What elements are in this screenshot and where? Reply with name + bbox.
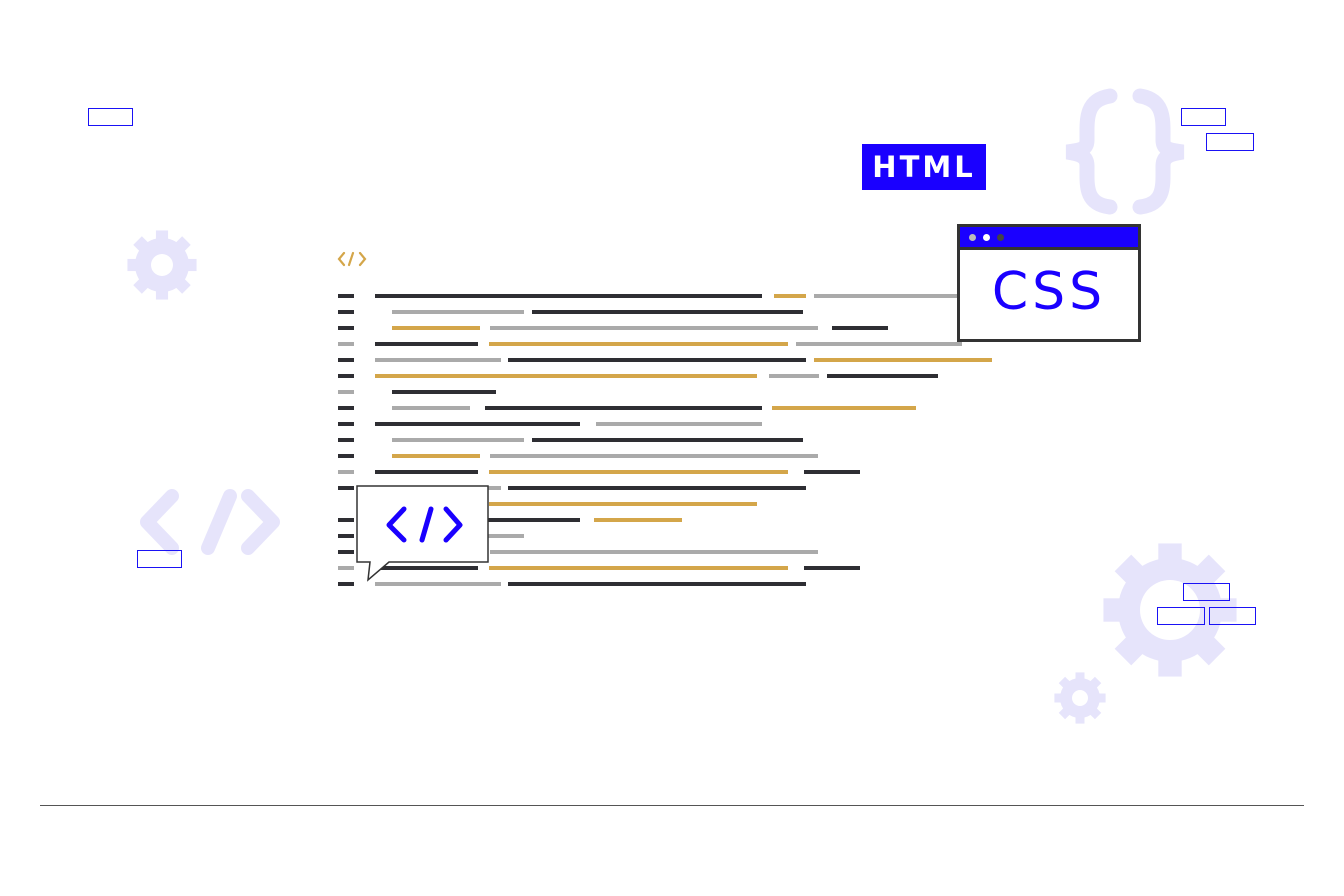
code-line-segment bbox=[338, 438, 354, 442]
code-line-segment bbox=[489, 470, 788, 474]
code-line-segment bbox=[532, 438, 803, 442]
code-line-segment bbox=[338, 310, 354, 314]
annotation-box bbox=[1206, 133, 1254, 151]
code-line-segment bbox=[489, 566, 788, 570]
css-label: CSS bbox=[991, 262, 1107, 322]
curly-braces-icon bbox=[1065, 88, 1185, 215]
code-line-segment bbox=[392, 310, 524, 314]
code-line-segment bbox=[490, 326, 818, 330]
code-line-segment bbox=[489, 342, 788, 346]
code-line-segment bbox=[392, 438, 524, 442]
code-line-segment bbox=[772, 406, 916, 410]
code-line-segment bbox=[594, 518, 682, 522]
code-line-segment bbox=[596, 422, 762, 426]
gear-icon bbox=[1054, 672, 1106, 724]
code-line-segment bbox=[489, 502, 757, 506]
code-line-segment bbox=[508, 582, 806, 586]
annotation-box bbox=[1209, 607, 1256, 625]
code-line-segment bbox=[338, 390, 354, 394]
code-line-segment bbox=[338, 342, 354, 346]
code-line-segment bbox=[392, 326, 480, 330]
code-line-segment bbox=[338, 582, 354, 586]
code-line-segment bbox=[804, 566, 860, 570]
code-line-segment bbox=[375, 422, 580, 426]
code-line-segment bbox=[392, 454, 480, 458]
code-line-segment bbox=[375, 374, 757, 378]
code-line-segment bbox=[338, 534, 354, 538]
gear-icon bbox=[1103, 543, 1237, 677]
code-line-segment bbox=[769, 374, 819, 378]
code-line-segment bbox=[814, 358, 992, 362]
annotation-box bbox=[1181, 108, 1226, 126]
speech-bubble-code-icon bbox=[356, 485, 492, 589]
code-line-segment bbox=[532, 310, 803, 314]
code-line-segment bbox=[338, 518, 354, 522]
code-line-segment bbox=[375, 582, 501, 586]
code-line-segment bbox=[338, 326, 354, 330]
code-line-segment bbox=[814, 294, 958, 298]
css-window: CSS bbox=[957, 224, 1141, 342]
small-code-tag-icon bbox=[337, 251, 367, 267]
code-line-segment bbox=[338, 550, 354, 554]
code-line-segment bbox=[485, 406, 762, 410]
code-line-segment bbox=[338, 294, 354, 298]
code-line-segment bbox=[338, 374, 354, 378]
code-line-segment bbox=[508, 358, 806, 362]
code-line-segment bbox=[338, 470, 354, 474]
code-line-segment bbox=[392, 390, 496, 394]
divider bbox=[40, 805, 1304, 806]
code-line-segment bbox=[375, 358, 501, 362]
code-line-segment bbox=[375, 294, 762, 298]
window-dot bbox=[969, 233, 976, 241]
annotation-box bbox=[1183, 583, 1230, 601]
code-line-segment bbox=[804, 470, 860, 474]
code-line-segment bbox=[796, 342, 962, 346]
html-badge: HTML bbox=[862, 144, 986, 190]
code-line-segment bbox=[827, 374, 938, 378]
code-line-segment bbox=[338, 486, 354, 490]
code-line-segment bbox=[338, 358, 354, 362]
window-dot bbox=[997, 233, 1004, 241]
annotation-box bbox=[1157, 607, 1205, 625]
gear-icon bbox=[127, 230, 197, 300]
code-line-segment bbox=[490, 550, 818, 554]
code-line-segment bbox=[338, 566, 354, 570]
annotation-box bbox=[88, 108, 133, 126]
code-line-segment bbox=[375, 470, 478, 474]
window-title-bar bbox=[960, 227, 1138, 250]
code-line-segment bbox=[508, 486, 806, 490]
code-line-segment bbox=[338, 454, 354, 458]
code-line-segment bbox=[392, 406, 470, 410]
code-line-segment bbox=[375, 342, 478, 346]
code-line-segment bbox=[375, 566, 478, 570]
code-tag-icon bbox=[140, 489, 280, 555]
code-line-segment bbox=[774, 294, 806, 298]
window-dot bbox=[983, 233, 990, 241]
code-line-segment bbox=[832, 326, 888, 330]
code-line-segment bbox=[338, 422, 354, 426]
annotation-box bbox=[137, 550, 182, 568]
code-line-segment bbox=[490, 454, 818, 458]
code-line-segment bbox=[338, 406, 354, 410]
